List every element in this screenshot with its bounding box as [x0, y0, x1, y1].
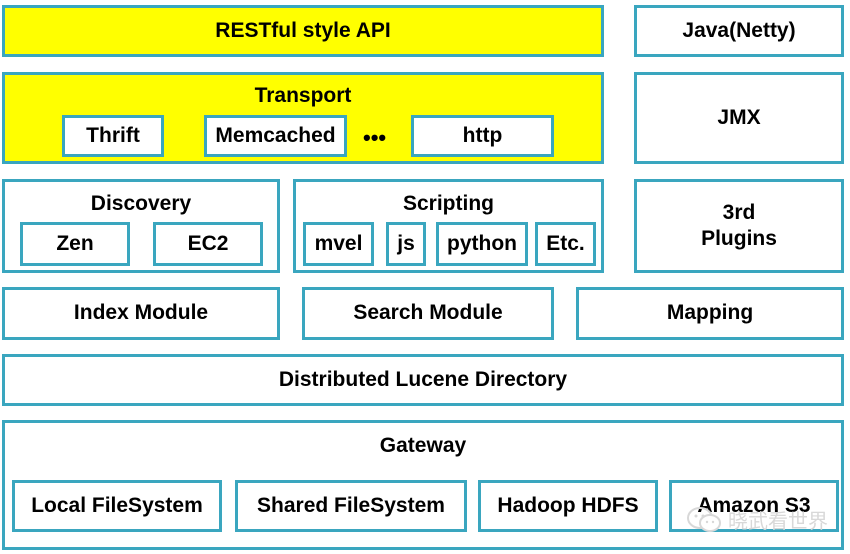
distributed-lucene-box: Distributed Lucene Directory [2, 354, 844, 406]
java-netty-label: Java(Netty) [682, 18, 796, 42]
jmx-label: JMX [717, 105, 761, 129]
watermark-text: 晓武看世界 [728, 509, 828, 533]
scripting-item-label: mvel [314, 231, 363, 255]
transport-http-box: http [411, 115, 554, 157]
discovery-title: Discovery [90, 192, 192, 215]
discovery-zen-box: Zen [20, 222, 130, 266]
transport-ellipsis: ••• [363, 125, 387, 150]
restful-api-label: RESTful style API [215, 18, 391, 42]
scripting-python-box: python [436, 222, 528, 266]
scripting-item-label: js [397, 231, 415, 255]
mapping-label: Mapping [666, 301, 754, 325]
gateway-box: Gateway Local FileSystem Shared FileSyst… [2, 420, 844, 550]
gateway-shared-fs-box: Shared FileSystem [235, 480, 467, 532]
scripting-item-label: Etc. [546, 231, 585, 255]
plugins-label: 3rd Plugins [701, 200, 777, 250]
gateway-item-label: Shared FileSystem [257, 493, 445, 517]
search-module-label: Search Module [353, 301, 503, 325]
search-module-box: Search Module [302, 287, 554, 340]
scripting-title: Scripting [402, 192, 494, 215]
scripting-item-label: python [447, 231, 517, 255]
restful-api-box: RESTful style API [2, 5, 604, 57]
discovery-item-label: EC2 [187, 231, 229, 255]
gateway-title: Gateway [379, 434, 467, 457]
scripting-mvel-box: mvel [303, 222, 374, 266]
java-netty-box: Java(Netty) [634, 5, 844, 57]
gateway-hdfs-box: Hadoop HDFS [478, 480, 658, 532]
gateway-item-label: Hadoop HDFS [497, 493, 639, 517]
discovery-ec2-box: EC2 [153, 222, 263, 266]
transport-item-label: Thrift [86, 123, 140, 147]
plugins-box: 3rd Plugins [634, 179, 844, 273]
mapping-box: Mapping [576, 287, 844, 340]
gateway-s3-box: Amazon S3 [669, 480, 839, 532]
wechat-icon [687, 506, 721, 532]
index-module-label: Index Module [73, 301, 209, 325]
transport-memcached-box: Memcached [204, 115, 347, 157]
watermark: 晓武看世界 [686, 505, 828, 534]
index-module-box: Index Module [2, 287, 280, 340]
transport-box: Transport Thrift Memcached ••• http [2, 72, 604, 164]
scripting-js-box: js [386, 222, 426, 266]
transport-title: Transport [254, 84, 352, 107]
gateway-item-label: Amazon S3 [697, 493, 811, 517]
discovery-box: Discovery Zen EC2 [2, 179, 280, 273]
gateway-local-fs-box: Local FileSystem [12, 480, 222, 532]
distributed-lucene-label: Distributed Lucene Directory [278, 367, 568, 391]
transport-item-label: Memcached [215, 123, 336, 147]
scripting-box: Scripting mvel js python Etc. [293, 179, 604, 273]
jmx-box: JMX [634, 72, 844, 164]
scripting-etc-box: Etc. [535, 222, 596, 266]
transport-item-label: http [462, 123, 503, 147]
transport-thrift-box: Thrift [62, 115, 164, 157]
gateway-item-label: Local FileSystem [31, 493, 203, 517]
discovery-item-label: Zen [56, 231, 94, 255]
